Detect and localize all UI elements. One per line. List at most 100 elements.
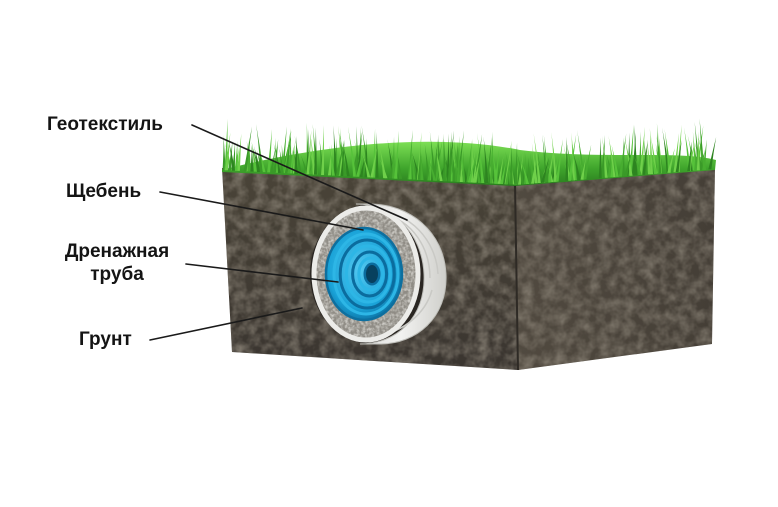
grass-blade — [284, 130, 292, 174]
grass-blade — [256, 150, 263, 172]
pipe-corrugation-ring — [332, 232, 400, 316]
grass-blade — [294, 135, 302, 174]
soil-edge — [514, 182, 519, 371]
grass-blade — [555, 139, 563, 182]
grass-blade — [568, 134, 577, 181]
grass-blade — [306, 130, 312, 175]
grass-blade — [355, 126, 359, 177]
grass-blade — [531, 143, 538, 184]
grass-blade — [289, 146, 295, 174]
grass-blade — [658, 139, 662, 174]
pipe-corrugation-ring — [363, 262, 381, 286]
grass-blade — [639, 126, 645, 175]
grass-blade — [607, 149, 612, 178]
leader-gravel — [159, 191, 364, 231]
grass-blade — [618, 133, 627, 177]
grass-blade — [708, 136, 717, 170]
grass-blade — [531, 157, 537, 184]
grass-blade — [514, 142, 518, 185]
leader-geotextile — [191, 124, 408, 221]
grass-blade — [310, 134, 316, 175]
grass-blade — [577, 129, 586, 180]
grass-blade — [313, 127, 317, 175]
grass-blades — [222, 118, 717, 185]
grass-blade — [467, 159, 475, 183]
grass-blade — [533, 133, 541, 184]
grass-blade — [489, 131, 493, 184]
drain-assembly — [310, 203, 447, 345]
grass-blade — [236, 133, 242, 171]
grass-blade — [228, 140, 233, 171]
grass-blade — [500, 159, 507, 184]
grass-blade — [696, 131, 700, 171]
grass-blade — [273, 139, 279, 173]
grass-blade — [342, 142, 350, 177]
grass-blade — [359, 157, 365, 177]
grass-blade — [647, 142, 651, 175]
grass-blade — [447, 131, 452, 182]
grass-blade — [687, 142, 695, 172]
grass-blade — [424, 143, 430, 181]
grass-blade — [551, 132, 558, 182]
geotextile-rim — [311, 205, 421, 343]
grass-blade — [462, 150, 466, 183]
grass-blade — [370, 146, 378, 178]
grass-blade — [459, 160, 463, 182]
grass-blade — [455, 163, 462, 182]
pipe-corrugation-ring — [344, 244, 392, 304]
label-geotextile: Геотекстиль — [47, 114, 163, 135]
grass-blade — [361, 125, 370, 178]
soil-side-texture — [515, 168, 715, 370]
grass-blade — [222, 135, 226, 171]
grass-blade — [540, 157, 550, 183]
grass-blade — [281, 126, 287, 174]
grass-blade — [347, 126, 357, 177]
grass-blade — [580, 157, 586, 180]
pipe-interior — [366, 265, 378, 283]
grass-blade — [675, 140, 682, 173]
grass-blade — [509, 143, 513, 185]
grass-blade — [224, 118, 228, 171]
drain-pipe-corrugation — [332, 232, 400, 316]
grass-blade — [642, 139, 648, 175]
label-drain-pipe-line1: Дренажная — [64, 241, 170, 262]
grass-layer — [222, 118, 717, 186]
grass-blade — [250, 144, 254, 172]
grass-blade — [474, 133, 483, 183]
grass-blade — [634, 124, 638, 176]
grass-blade — [466, 140, 472, 183]
grass-blade — [494, 148, 500, 184]
grass-blade — [361, 152, 371, 178]
grass-blade — [602, 136, 608, 178]
grass-blade — [427, 143, 432, 181]
grass-blade — [429, 131, 436, 181]
grass-blade — [628, 124, 634, 176]
grass-blade — [664, 129, 672, 173]
leader-lines — [149, 124, 408, 341]
grass-blade — [650, 135, 658, 174]
grass-blade — [649, 128, 653, 175]
pipe-corrugation-ring — [357, 256, 385, 292]
grass-blade — [269, 147, 276, 173]
label-soil: Грунт — [79, 329, 132, 350]
leader-pipe — [185, 263, 339, 283]
grass-blade — [446, 133, 450, 182]
grass-blade — [698, 136, 707, 170]
grass-blade — [243, 126, 253, 172]
label-drain-pipe: Дренажная труба — [47, 240, 187, 286]
grass-blade — [396, 152, 403, 179]
grass-blade — [327, 143, 333, 176]
grass-blade — [517, 152, 524, 185]
grass-blade — [289, 142, 295, 174]
grass-blade — [610, 158, 614, 178]
grass-blade — [394, 130, 399, 179]
grass-blade — [473, 155, 481, 183]
grass-blade — [389, 156, 394, 179]
grass-blade — [520, 161, 530, 184]
pipe-corrugation-ring — [338, 238, 396, 310]
grass-blade — [583, 144, 592, 180]
grass-blade — [624, 137, 633, 176]
grass-blade — [432, 138, 438, 181]
leader-soil — [149, 307, 303, 341]
grass-blade — [650, 151, 658, 174]
